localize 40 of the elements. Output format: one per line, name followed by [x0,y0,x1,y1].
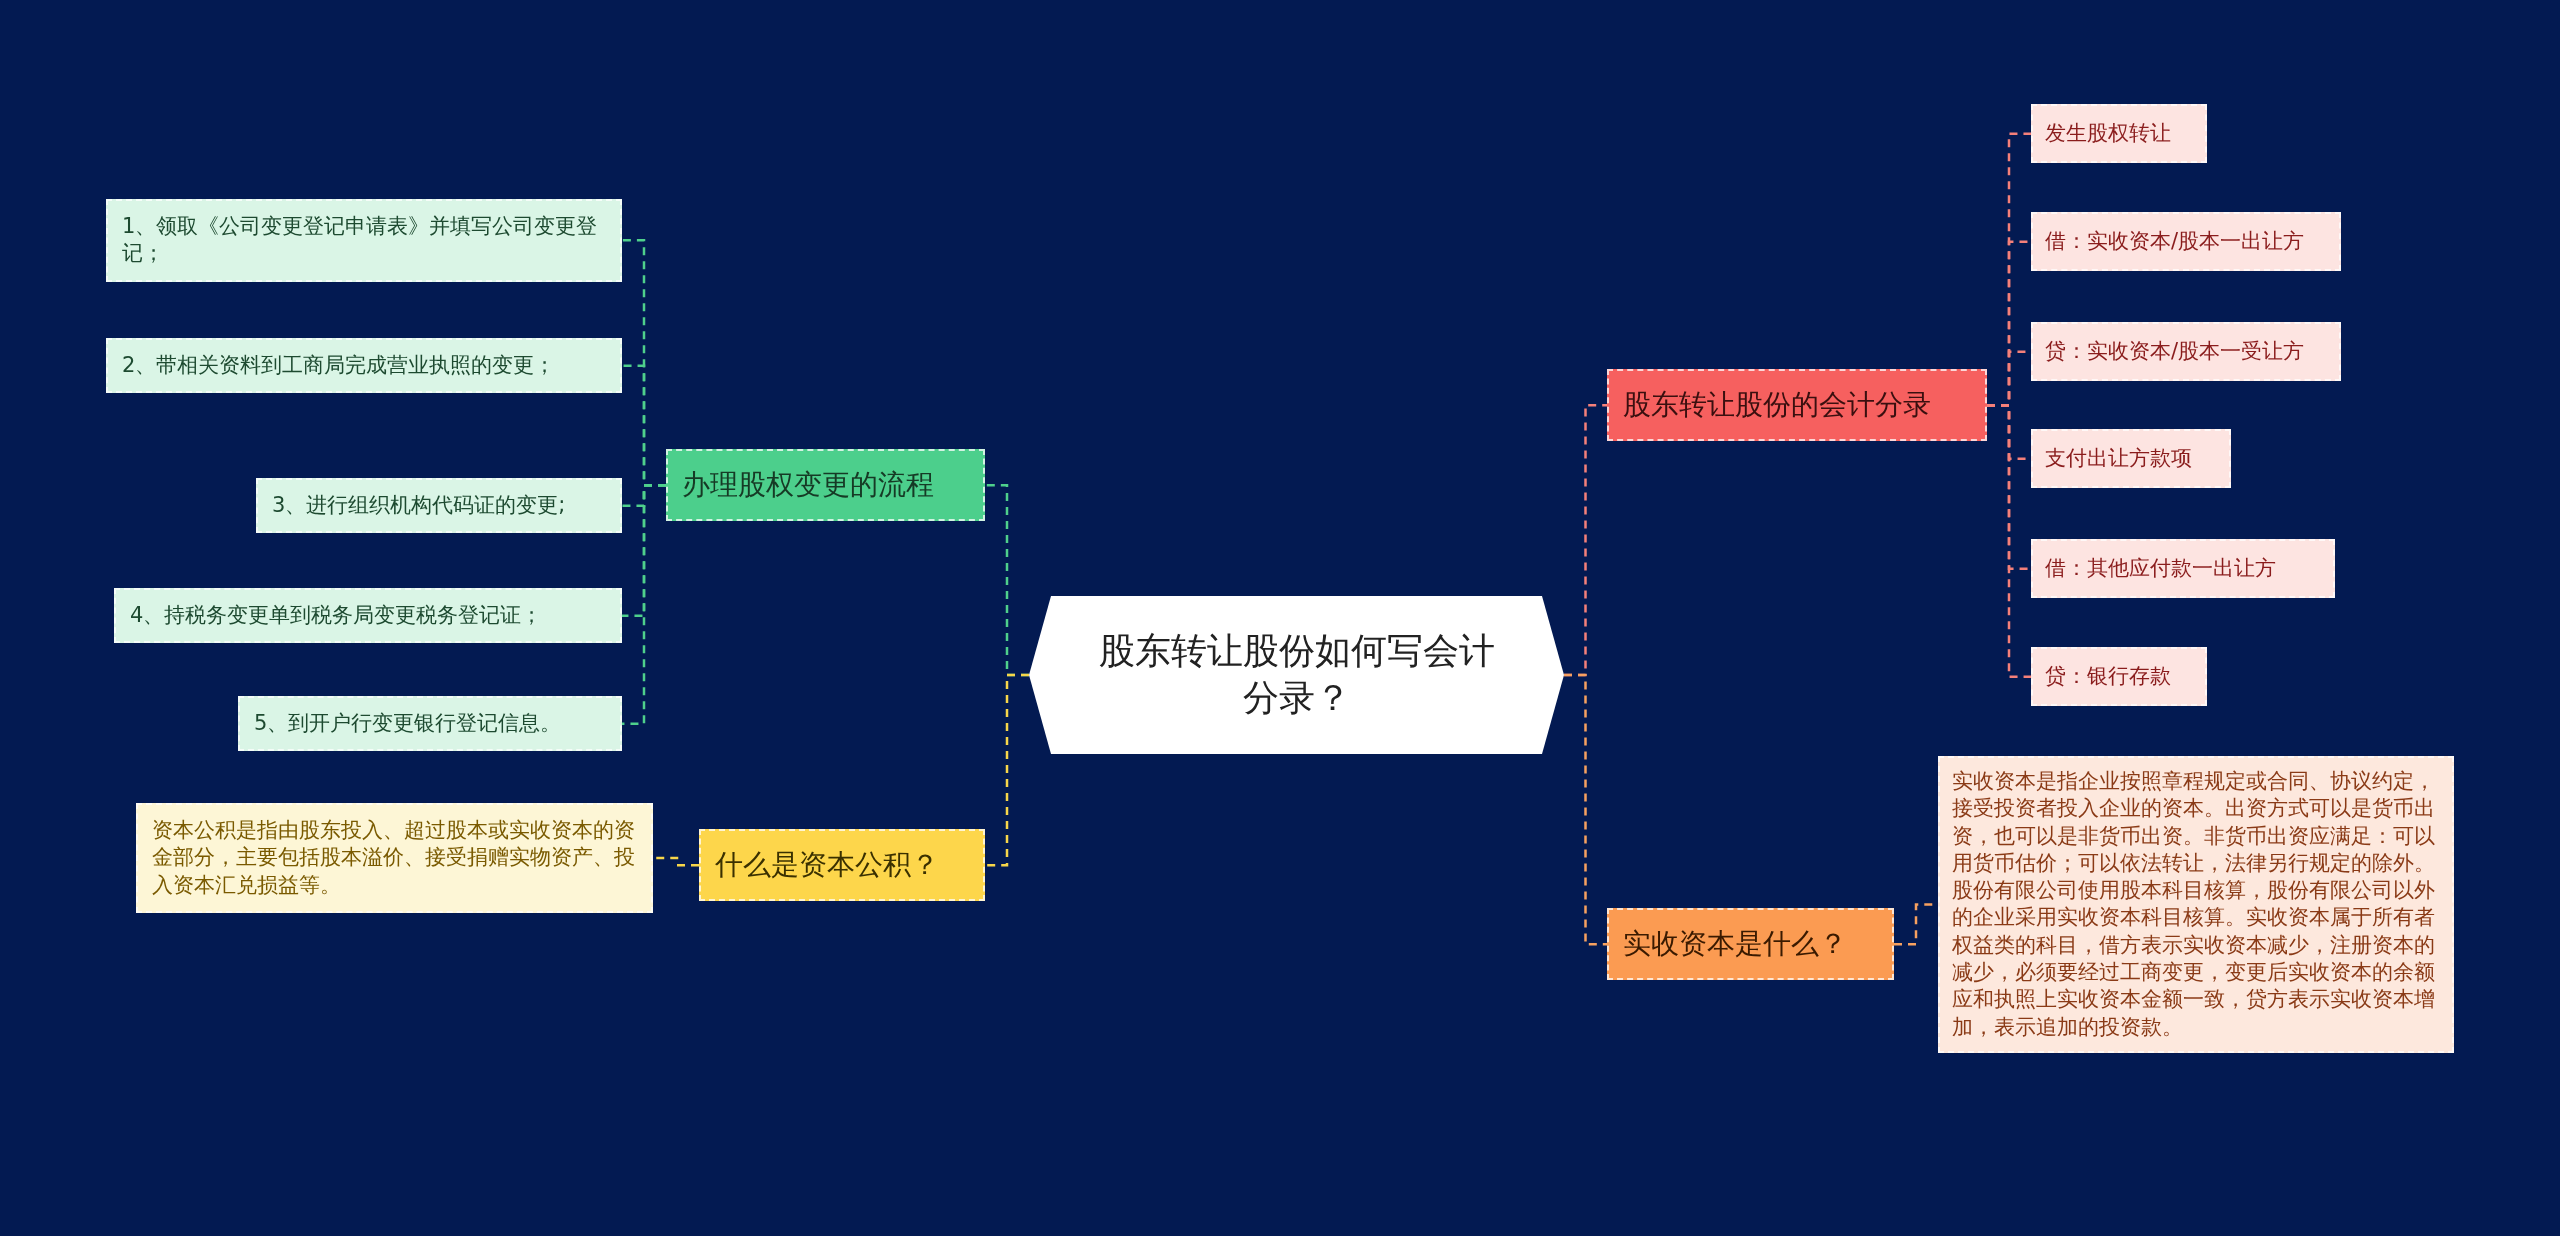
topic-text: 5、到开户行变更银行登记信息。 [254,710,563,737]
topic-text: 2、带相关资料到工商局完成营业执照的变更； [122,352,557,379]
subtopic-box [238,696,622,752]
branch-topic-box [699,829,985,902]
topic-text: 支付出让方款项 [2045,445,2193,472]
subtopic-box [114,588,622,644]
subtopic-box [106,338,622,394]
subtopic-box [2031,322,2341,382]
topic-text: 贷：实收资本/股本一受让方 [2045,338,2306,365]
branch-topic-box [1607,369,1987,442]
topic-text: 实收资本是指企业按照章程规定或合同、协议约定，接受投资者投入企业的资本。出资方式可以是货币出资，也可以是非货币出资。非货币出资应满足：可以用货币估价；可以依法转让，法律另行规定的除外。股份有限公司使用股本科目核算，股份有限公司以外的企业采用实收资本科目核算。实收资本属于所有者权益类的科目，借方表示实收资本减少，注册资本的减少，必须要经过工商变更，变更后实收资本的余额应和执照上实收资本金额一致，贷方表示实收资本增加，表示追加的投资款。 [1952,768,2436,1041]
connector-line [1564,673,1607,946]
connector-line [622,483,666,725]
branch-topic-box [1607,908,1894,981]
topic-text: 借：其他应付款一出让方 [2045,555,2277,582]
topic-text: 4、持税务变更单到税务局变更税务登记证； [130,602,544,629]
branch-topic-box [666,449,985,522]
topic-text: 1、领取《公司变更登记申请表》并填写公司变更登记； [122,213,599,268]
topic-text: 借：实收资本/股本一出让方 [2045,228,2306,255]
topic-text: 什么是资本公积？ [715,847,940,883]
topic-text: 实收资本是什么？ [1623,926,1848,962]
connector-line [653,856,699,867]
subtopic-box [256,478,622,534]
subtopic-box [2031,212,2341,272]
subtopic-box [2031,104,2207,164]
subtopic-box [106,199,622,282]
topic-text: 资本公积是指由股东投入、超过股本或实收资本的资金部分，主要包括股本溢价、接受捐赠实物资产、投入资本汇兑损益等。 [152,817,636,899]
central-topic-hexagon [1029,596,1564,754]
topic-text: 办理股权变更的流程 [682,467,935,503]
note-box [136,803,653,913]
subtopic-box [2031,539,2335,599]
topic-text: 贷：银行存款 [2045,663,2172,690]
topic-text: 3、进行组织机构代码证的变更; [272,492,567,519]
connector-line [985,673,1029,867]
subtopic-box [2031,429,2231,489]
central-topic-text: 股东转让股份如何写会计分录？ [1097,629,1496,720]
connector-line [1987,403,2031,678]
topic-text: 股东转让股份的会计分录 [1623,387,1932,423]
topic-text: 发生股权转让 [2045,120,2172,147]
subtopic-box [2031,647,2207,707]
